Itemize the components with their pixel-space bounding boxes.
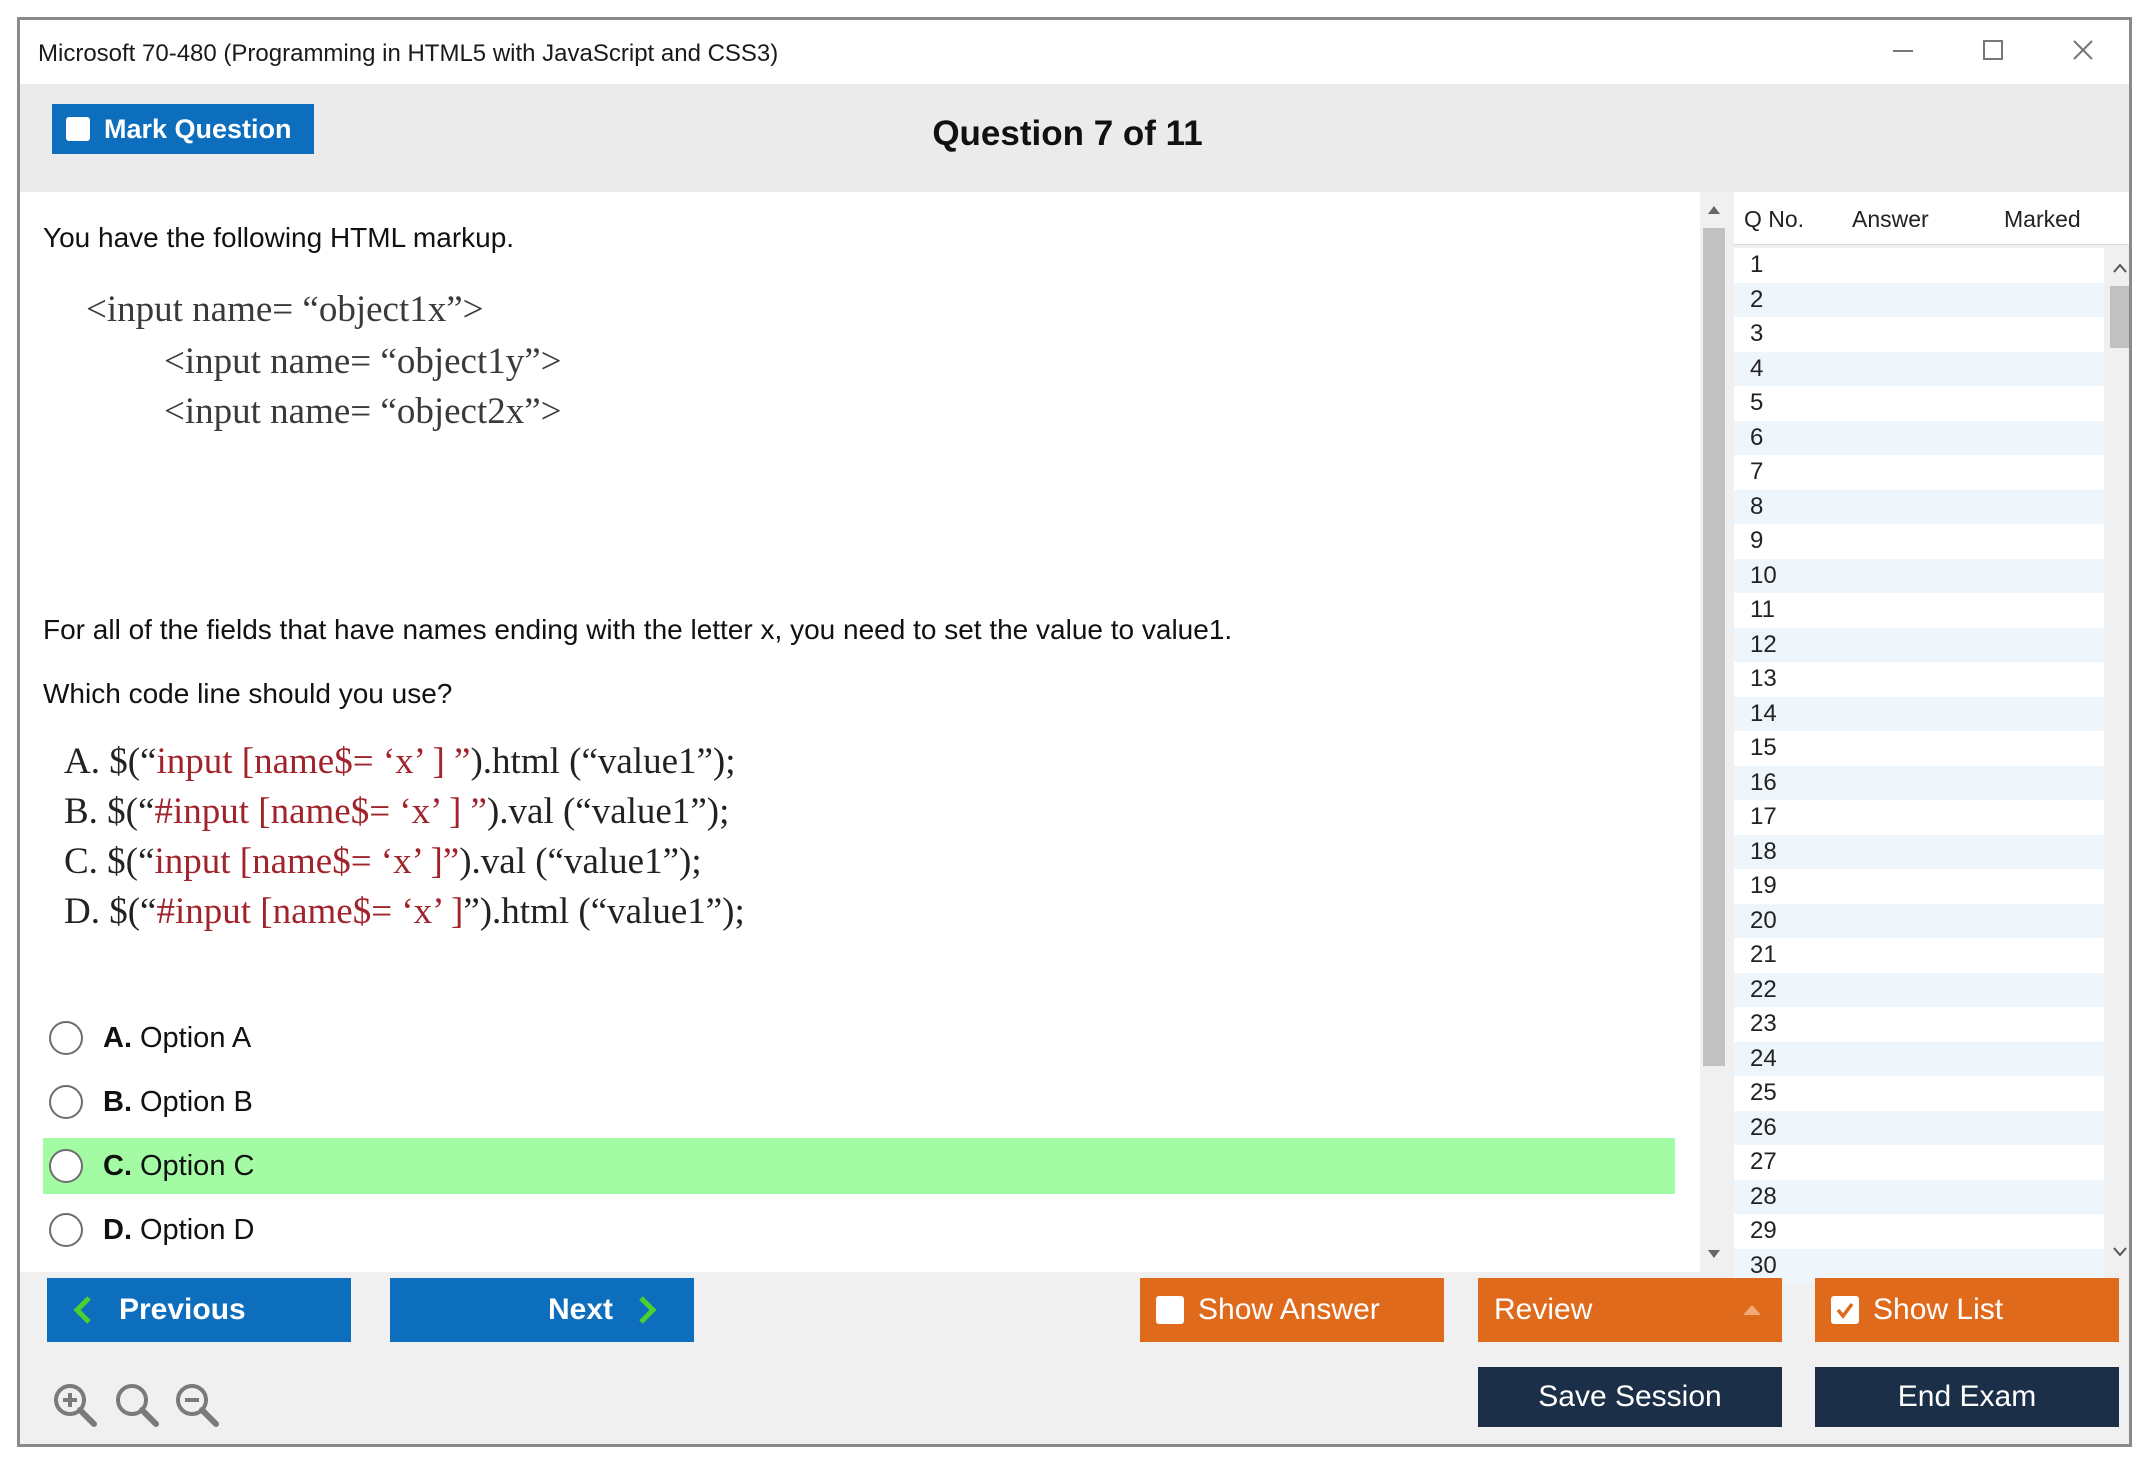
radio-button[interactable] (49, 1213, 83, 1247)
save-session-button[interactable]: Save Session (1478, 1367, 1782, 1427)
show-list-button[interactable]: Show List (1815, 1278, 2119, 1342)
list-scroll-thumb[interactable] (2110, 286, 2129, 348)
checkbox-icon (1156, 1296, 1184, 1324)
question-list-row[interactable]: 2 (1734, 282, 2104, 317)
question-list-row[interactable]: 8 (1734, 489, 2104, 524)
option-d[interactable]: D. Option D (43, 1202, 1675, 1258)
caret-up-icon (1743, 1305, 1761, 1315)
minimize-icon[interactable] (1873, 30, 1933, 70)
question-list-row[interactable]: 22 (1734, 972, 2104, 1007)
scroll-thumb[interactable] (1703, 228, 1725, 1066)
question-intro: You have the following HTML markup. (43, 222, 515, 253)
question-list-header: Q No. Answer Marked (1734, 192, 2129, 245)
next-button[interactable]: Next (390, 1278, 694, 1342)
scroll-down-icon[interactable] (1700, 1240, 1728, 1268)
question-list-row[interactable]: 24 (1734, 1041, 2104, 1076)
col-q-no: Q No. (1744, 206, 1805, 232)
radio-button[interactable] (49, 1085, 83, 1119)
checked-checkbox-icon (1831, 1296, 1859, 1324)
question-list-row[interactable]: 21 (1734, 938, 2104, 973)
question-list-row[interactable]: 13 (1734, 662, 2104, 697)
zoom-in-icon[interactable] (50, 1380, 100, 1430)
question-list-row[interactable]: 16 (1734, 765, 2104, 800)
scroll-up-icon[interactable] (1700, 196, 1728, 224)
question-list-row[interactable]: 26 (1734, 1110, 2104, 1145)
question-list-row[interactable]: 29 (1734, 1214, 2104, 1249)
maximize-icon[interactable] (1963, 30, 2023, 70)
radio-button[interactable] (49, 1021, 83, 1055)
question-list-row[interactable]: 12 (1734, 627, 2104, 662)
mark-question-label: Mark Question (104, 113, 292, 144)
question-list-row[interactable]: 3 (1734, 317, 2104, 352)
question-list-row[interactable]: 17 (1734, 800, 2104, 835)
close-icon[interactable] (2053, 30, 2113, 70)
code-choice-c: C. $(“input [name$= ‘x’ ]”).val (“value1… (64, 841, 702, 882)
question-list-row[interactable]: 14 (1734, 696, 2104, 731)
question-list-row[interactable]: 30 (1734, 1248, 2104, 1283)
question-list-row[interactable]: 10 (1734, 558, 2104, 593)
code-choice-a: A. $(“input [name$= ‘x’ ] ”).html (“valu… (64, 741, 736, 782)
previous-button[interactable]: Previous (47, 1278, 351, 1342)
col-marked: Marked (2004, 206, 2081, 232)
checkbox-icon (66, 117, 90, 141)
question-list-row[interactable]: 6 (1734, 420, 2104, 455)
question-ask: Which code line should you use? (43, 678, 453, 709)
question-list-row[interactable]: 28 (1734, 1179, 2104, 1214)
question-list-row[interactable]: 25 (1734, 1076, 2104, 1111)
end-exam-button[interactable]: End Exam (1815, 1367, 2119, 1427)
question-list-row[interactable]: 11 (1734, 593, 2104, 628)
option-b[interactable]: B. Option B (43, 1074, 1675, 1130)
show-answer-button[interactable]: Show Answer (1140, 1278, 1444, 1342)
code-choice-d: D. $(“#input [name$= ‘x’ ]”).html (“valu… (64, 891, 745, 932)
question-list-row[interactable]: 1 (1734, 248, 2104, 283)
question-list-row[interactable]: 4 (1734, 351, 2104, 386)
exam-window: Microsoft 70-480 (Programming in HTML5 w… (17, 17, 2132, 1447)
code-line: <input name= “object2x”> (164, 391, 562, 432)
code-choice-b: B. $(“#input [name$= ‘x’ ] ”).val (“valu… (64, 791, 730, 832)
question-list-row[interactable]: 23 (1734, 1007, 2104, 1042)
review-button[interactable]: Review (1478, 1278, 1782, 1342)
content-scrollbar[interactable] (1700, 192, 1728, 1272)
question-list-row[interactable]: 27 (1734, 1145, 2104, 1180)
question-title: Question 7 of 11 (932, 114, 1203, 153)
list-scrollbar[interactable] (2106, 248, 2129, 1272)
question-list-row[interactable]: 18 (1734, 834, 2104, 869)
window-title: Microsoft 70-480 (Programming in HTML5 w… (38, 40, 779, 67)
code-line: <input name= “object1x”> (86, 289, 484, 330)
title-bar: Microsoft 70-480 (Programming in HTML5 w… (20, 20, 2129, 84)
chevron-up-icon[interactable] (2106, 254, 2129, 282)
mark-question-button[interactable]: Mark Question (52, 104, 314, 154)
question-header: Mark Question Question 7 of 11 (20, 84, 2129, 192)
code-line: <input name= “object1y”> (164, 341, 562, 382)
question-prompt: For all of the fields that have names en… (43, 614, 1233, 645)
option-a[interactable]: A. Option A (43, 1010, 1675, 1066)
zoom-reset-icon[interactable] (112, 1380, 162, 1430)
question-list-row[interactable]: 9 (1734, 524, 2104, 559)
radio-button[interactable] (49, 1149, 83, 1183)
question-list-row[interactable]: 19 (1734, 869, 2104, 904)
question-content: You have the following HTML markup. <inp… (20, 192, 1700, 1272)
question-list-row[interactable]: 15 (1734, 731, 2104, 766)
question-list-row[interactable]: 5 (1734, 386, 2104, 421)
col-answer: Answer (1852, 206, 1929, 232)
zoom-out-icon[interactable] (172, 1380, 222, 1430)
chevron-left-icon (73, 1296, 91, 1324)
chevron-right-icon (639, 1296, 657, 1324)
chevron-down-icon[interactable] (2106, 1238, 2129, 1266)
option-c[interactable]: C. Option C (43, 1138, 1675, 1194)
question-list-row[interactable]: 20 (1734, 903, 2104, 938)
question-list-row[interactable]: 7 (1734, 455, 2104, 490)
